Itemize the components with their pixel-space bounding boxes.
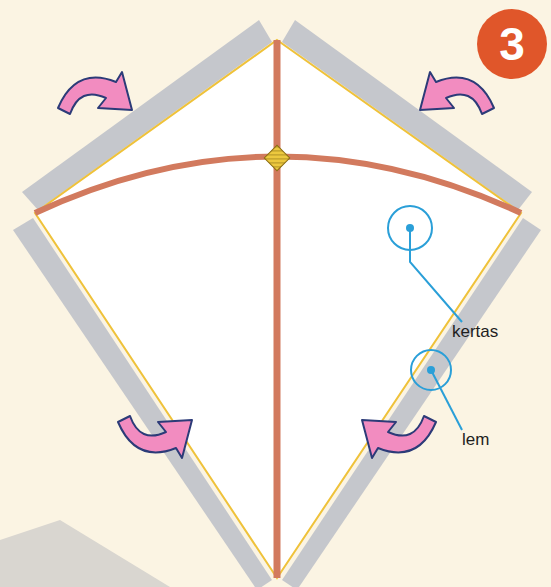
background-band — [0, 520, 170, 587]
callout-label: kertas — [452, 322, 498, 342]
vertical-stick — [274, 40, 281, 578]
fold-arrows — [58, 72, 494, 458]
step-number: 3 — [499, 21, 525, 67]
paper-flaps — [13, 20, 541, 587]
string-binding — [264, 145, 289, 170]
step-number-badge: 3 — [476, 8, 548, 80]
callout-label: lem — [462, 430, 489, 450]
callout-markers — [388, 206, 462, 430]
callout-dots — [406, 224, 435, 374]
kite-paper — [35, 40, 521, 578]
